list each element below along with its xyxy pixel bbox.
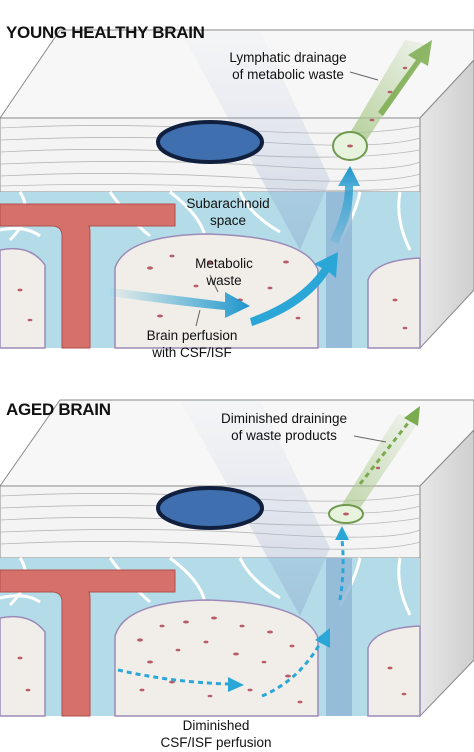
brain-tissue-left bbox=[0, 247, 46, 349]
aged-leader-lines bbox=[353, 435, 387, 443]
lymph-particles bbox=[347, 66, 408, 148]
young-title: YOUNG HEALTHY BRAIN bbox=[6, 23, 205, 42]
aged-artery-branch bbox=[60, 569, 176, 593]
venous-sinus bbox=[156, 120, 264, 164]
drainage-label-1: Diminished draininge bbox=[221, 411, 347, 426]
aged-perfusion-arrowhead bbox=[228, 677, 244, 692]
perfusion-label-1: Brain perfusion bbox=[147, 328, 238, 343]
lymphatic-vessel bbox=[340, 40, 430, 150]
aged-trabeculae bbox=[0, 556, 412, 616]
aged-brain-tissue-center bbox=[114, 599, 319, 717]
aged-lymphatic-arrowhead bbox=[404, 406, 420, 426]
aged-flow-arrows bbox=[117, 539, 345, 698]
leader-lines bbox=[195, 71, 379, 327]
metabolic-label-1: Metabolic bbox=[195, 256, 253, 271]
drainage-label-2: of waste products bbox=[231, 428, 337, 443]
young-panel: YOUNG HEALTHY BRAIN Lymphatic drainage o… bbox=[0, 23, 474, 360]
cortical-vein bbox=[326, 192, 352, 348]
aged-perfusion-label-1: Diminished bbox=[183, 718, 250, 733]
subarachnoid-label-1: Subarachnoid bbox=[186, 196, 269, 211]
artery-branch bbox=[60, 203, 176, 227]
lymphatic-label-2: of metabolic waste bbox=[232, 67, 344, 82]
lymphatic-label-1: Lymphatic drainage bbox=[229, 50, 346, 65]
flow-arrow-up1 bbox=[250, 252, 338, 326]
aged-cortical-vein bbox=[326, 558, 352, 716]
aged-brain-tissue-left bbox=[0, 615, 46, 717]
subarachnoid-label-2: space bbox=[210, 213, 246, 228]
metabolic-label-2: waste bbox=[205, 273, 241, 288]
aged-panel: AGED BRAIN Diminished draininge of waste… bbox=[0, 399, 474, 750]
aged-title: AGED BRAIN bbox=[6, 400, 111, 419]
aged-flow-arrowhead-1 bbox=[315, 628, 330, 648]
flow-arrow-up2 bbox=[330, 166, 360, 244]
aged-perfusion-label-2: CSF/ISF perfusion bbox=[160, 735, 271, 750]
aged-waste-particles bbox=[17, 616, 407, 704]
waste-particles bbox=[17, 254, 408, 330]
aged-lymphatic-vessel bbox=[336, 414, 420, 514]
lymphatic-arrow-icon bbox=[378, 40, 432, 116]
brain-tissue-right bbox=[367, 257, 421, 349]
aged-flow-arrowhead-2 bbox=[335, 526, 349, 540]
aged-brain-tissue-right bbox=[367, 625, 421, 717]
perfusion-arrow-icon bbox=[110, 288, 250, 318]
aged-lymph-particles bbox=[343, 466, 381, 516]
aged-venous-sinus bbox=[156, 486, 264, 530]
perfusion-label-2: with CSF/ISF bbox=[151, 345, 232, 360]
